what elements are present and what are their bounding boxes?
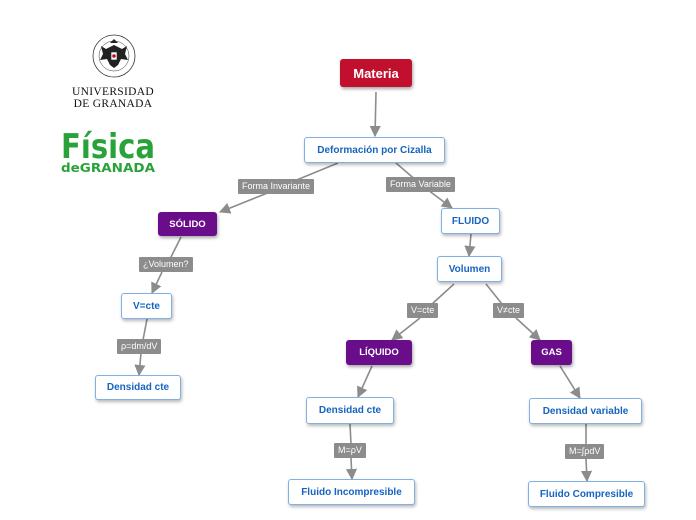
node-volumen[interactable]: Volumen bbox=[437, 256, 502, 282]
edge-label-forma-invariante: Forma Invariante bbox=[238, 179, 315, 194]
university-name-line1: UNIVERSIDAD bbox=[72, 86, 154, 98]
node-v-cte-solido[interactable]: V=cte bbox=[121, 293, 172, 319]
edge-volumen-pregunta-vcte bbox=[151, 271, 163, 295]
node-solido[interactable]: SÓLIDO bbox=[158, 212, 217, 236]
edge-label-rho-dm-dv: ρ=dm/dV bbox=[117, 339, 162, 354]
edge-label-v-ne-cte: V≠cte bbox=[493, 303, 524, 318]
node-densidad-cte-solido[interactable]: Densidad cte bbox=[95, 375, 181, 400]
edge-fluido-volumen bbox=[464, 233, 476, 258]
edge-densidad-cte-m bbox=[349, 423, 352, 445]
edge-volumen-vcte bbox=[431, 283, 455, 305]
edge-vcte-liquido bbox=[391, 317, 421, 341]
university-name-line2: DE GRANADA bbox=[73, 98, 153, 110]
edge-label-m-rho-v: M=ρV bbox=[334, 443, 366, 458]
node-deformacion-por-cizalla[interactable]: Deformación por Cizalla bbox=[304, 137, 445, 163]
university-seal-logo bbox=[92, 34, 136, 78]
node-gas[interactable]: GAS bbox=[531, 340, 572, 365]
edge-volumen-vnecte bbox=[485, 283, 503, 305]
edge-label-v-cte: V=cte bbox=[407, 303, 439, 318]
edge-vcte-rho bbox=[142, 318, 148, 341]
edge-gas-densidad-variable bbox=[559, 365, 581, 399]
node-densidad-variable[interactable]: Densidad variable bbox=[529, 398, 642, 424]
edge-solido-volumen-pregunta bbox=[169, 236, 182, 260]
node-densidad-cte-liquido[interactable]: Densidad cte bbox=[306, 397, 394, 424]
university-name: UNIVERSIDAD DE GRANADA bbox=[62, 86, 164, 110]
node-fluido[interactable]: FLUIDO bbox=[441, 208, 500, 234]
edge-liquido-densidad-cte bbox=[357, 365, 373, 399]
edge-m-fluido-compresible bbox=[580, 458, 593, 483]
edge-rho-densidad-solido bbox=[134, 352, 146, 377]
fisica-logo-sub-text: deGRANADA bbox=[61, 161, 156, 175]
edge-vnecte-gas bbox=[515, 317, 541, 341]
edge-label-m-integral: M=∫ρdV bbox=[565, 444, 605, 459]
fisica-granada-logo: Física deGRANADA bbox=[61, 127, 156, 175]
edge-forma-variable-fluido bbox=[427, 189, 453, 209]
edge-m-fluido-incompresible bbox=[345, 457, 358, 481]
node-liquido[interactable]: LÍQUIDO bbox=[346, 340, 412, 365]
edge-label-volumen-pregunta: ¿Volumen? bbox=[139, 257, 193, 272]
edge-label-forma-variable: Forma Variable bbox=[386, 177, 455, 192]
node-fluido-compresible[interactable]: Fluido Compresible bbox=[528, 481, 645, 507]
edge-materia-deformacion bbox=[369, 91, 381, 138]
node-fluido-incompresible[interactable]: Fluido Incompresible bbox=[288, 479, 415, 505]
fisica-logo-main-text: Física bbox=[61, 127, 155, 167]
node-materia[interactable]: Materia bbox=[340, 59, 412, 87]
